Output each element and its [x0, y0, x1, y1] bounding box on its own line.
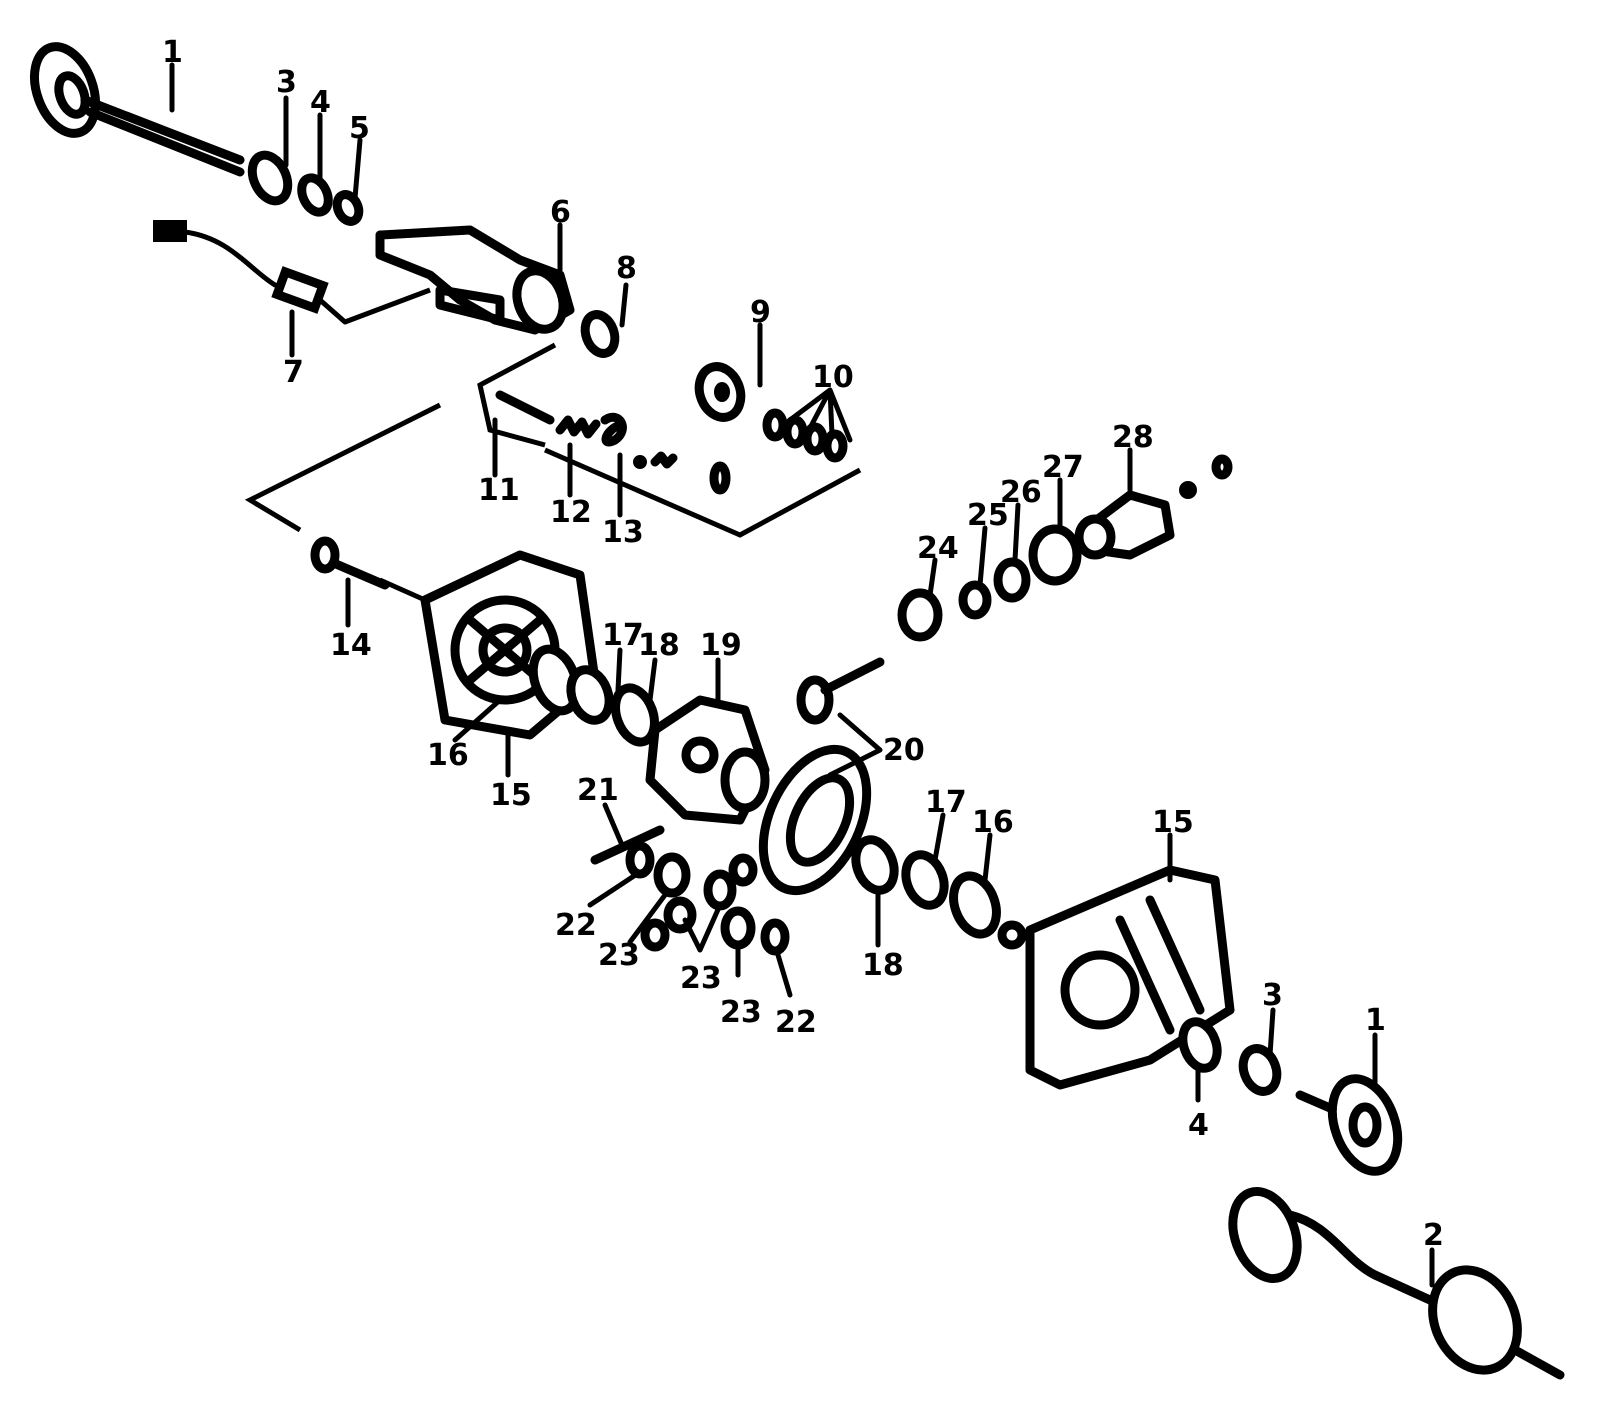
callout-25: 25: [967, 498, 1009, 533]
seal-8: [580, 310, 620, 358]
pin-21: [590, 825, 665, 865]
speed-sensor: [153, 220, 431, 325]
callout-15-left: 15: [490, 778, 532, 813]
bearing-upper: [297, 173, 333, 217]
shim-18-left: [611, 683, 659, 747]
callout-11: 11: [478, 473, 520, 508]
cv-half-shaft-2: [1228, 1186, 1565, 1380]
callout-17-left: 17: [602, 618, 644, 653]
callout-17-right: 17: [925, 785, 967, 820]
spring-12: [555, 415, 601, 439]
callout-27: 27: [1042, 450, 1084, 485]
callout-10: 10: [812, 360, 854, 395]
callout-9: 9: [750, 295, 771, 330]
bearing-9: [694, 362, 746, 422]
callout-12: 12: [550, 495, 592, 530]
callout-labels: 1 3 4 5 6 8 7 9 10 11 12 13 28 27 26 25 …: [162, 35, 1444, 1253]
bearing-18-right: [851, 835, 899, 895]
bearing-16-right: [949, 871, 1027, 950]
callout-4-upper: 4: [310, 85, 331, 120]
seal-3-lower: [1238, 1044, 1282, 1096]
differential-case-19: [645, 695, 770, 825]
seal-26: [993, 557, 1031, 603]
callout-23-b: 23: [680, 961, 722, 996]
callout-16-right: 16: [972, 805, 1014, 840]
pin-11: [495, 390, 555, 425]
clip-13: [600, 413, 731, 495]
spacer-25: [958, 580, 992, 620]
callout-13: 13: [602, 515, 644, 550]
callout-2: 2: [1423, 1218, 1444, 1253]
callout-8: 8: [616, 251, 637, 286]
callout-15-right: 15: [1152, 805, 1194, 840]
race-17-left: [566, 665, 614, 725]
callout-22-right: 22: [775, 1005, 817, 1040]
callout-28: 28: [1112, 420, 1154, 455]
shims-10: [762, 408, 848, 463]
callout-3-lower: 3: [1262, 978, 1283, 1013]
bearing-24: [897, 588, 943, 642]
callout-1-lower: 1: [1365, 1003, 1386, 1038]
callout-18-right: 18: [862, 948, 904, 983]
shaft-14: [310, 536, 390, 590]
callout-22-left: 22: [555, 908, 597, 943]
retainer-upper: [332, 190, 364, 226]
washers-22: [625, 841, 790, 956]
callout-14: 14: [330, 628, 372, 663]
callout-23-c: 23: [720, 995, 762, 1030]
race-17-right: [901, 850, 949, 910]
leader-lines: [169, 62, 1435, 1288]
ring-gear-20: [758, 744, 872, 896]
callout-1-upper: 1: [162, 35, 183, 70]
callout-6: 6: [550, 195, 571, 230]
callout-23-a: 23: [598, 938, 640, 973]
bearing-27: [1028, 524, 1082, 586]
callout-24: 24: [917, 531, 959, 566]
callout-4-lower: 4: [1188, 1108, 1209, 1143]
axle-tube-housing: [375, 225, 575, 335]
callout-21: 21: [577, 773, 619, 808]
callout-18-left: 18: [638, 628, 680, 663]
assembly-lines: [244, 342, 862, 603]
axle-flange-1-lower: [1295, 1074, 1403, 1176]
pinion-20: [796, 657, 885, 725]
bearing-4-lower: [1178, 1017, 1222, 1073]
callout-5: 5: [349, 111, 370, 146]
callout-3-upper: 3: [276, 65, 297, 100]
axle-shaft-upper: [30, 42, 245, 177]
callout-19: 19: [700, 628, 742, 663]
side-gears-23: [640, 852, 758, 952]
yoke-28: [1074, 454, 1233, 560]
seal-upper: [247, 150, 293, 206]
callout-7: 7: [283, 355, 304, 390]
callout-16-left: 16: [427, 738, 469, 773]
callout-26: 26: [1000, 475, 1042, 510]
callout-20: 20: [883, 733, 925, 768]
